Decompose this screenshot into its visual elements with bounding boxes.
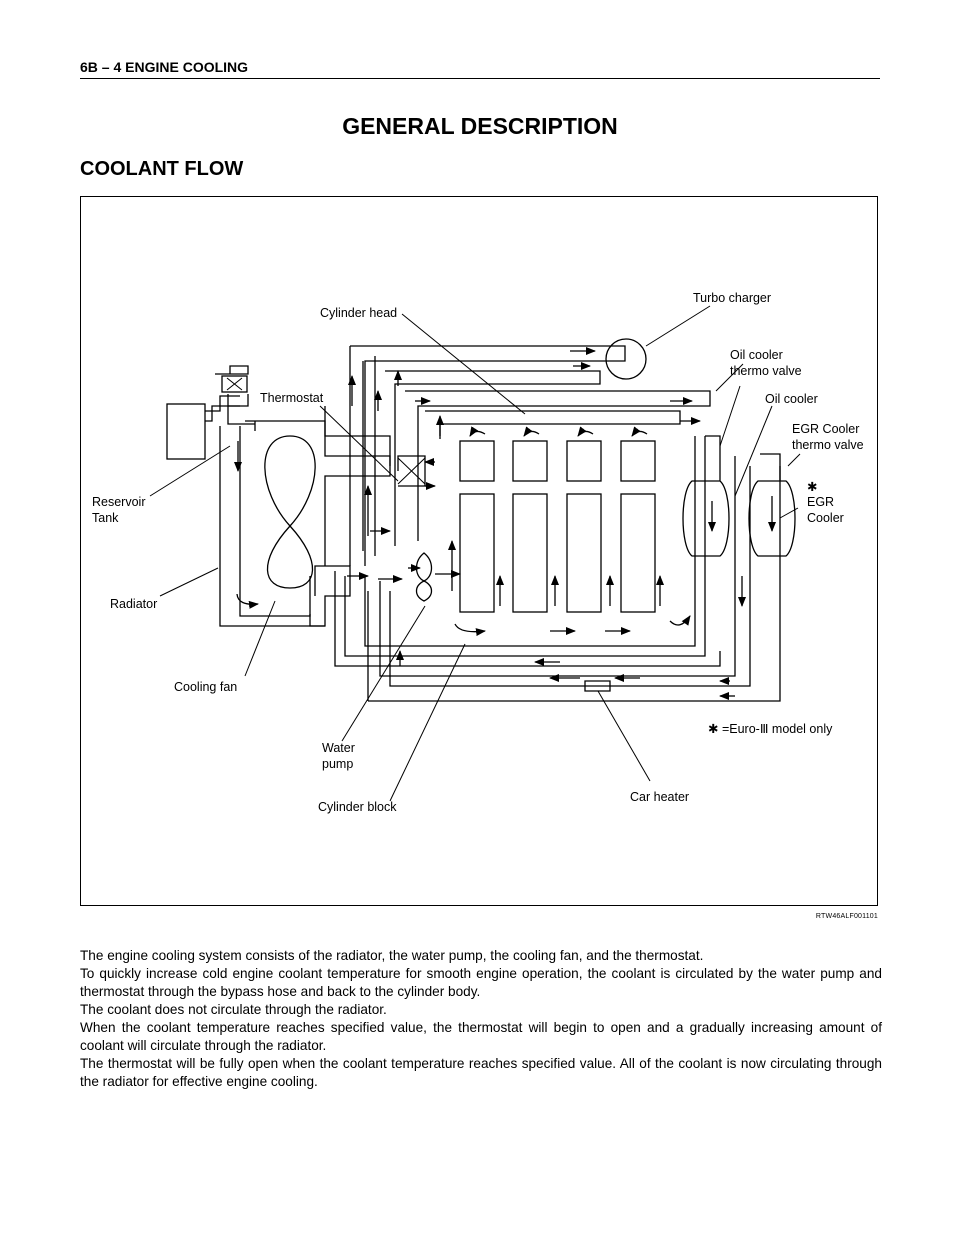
body-paragraph: The thermostat will be fully open when t…: [80, 1056, 882, 1089]
flow-arrows: [347, 347, 776, 700]
engine-coolant-loops: [309, 345, 781, 702]
cylinder-block-bores: [459, 493, 656, 613]
turbo-charger: [605, 338, 647, 380]
body-paragraph: The engine cooling system consists of th…: [80, 948, 704, 963]
label-cylinder-head: Cylinder head: [320, 306, 397, 320]
label-turbo-charger: Turbo charger: [693, 291, 771, 305]
label-euro-note: ✱ =Euro-Ⅲ model only: [708, 722, 833, 736]
label-car-heater: Car heater: [630, 790, 689, 804]
label-oil-cooler-thermo-valve-line1: Oil cooler: [730, 348, 783, 362]
label-egr-cooler-thermo-valve-line1: EGR Cooler: [792, 422, 859, 436]
label-cylinder-block: Cylinder block: [318, 800, 397, 814]
body-text: The engine cooling system consists of th…: [80, 947, 882, 1091]
car-heater: [584, 680, 611, 692]
label-reservoir-tank-line2: Tank: [92, 511, 119, 525]
cooling-fan: [264, 435, 316, 589]
water-pump: [415, 552, 433, 602]
label-egr-cooler-thermo-valve-line2: thermo valve: [792, 438, 864, 452]
section-title: COOLANT FLOW: [80, 158, 244, 180]
figure-frame: [80, 196, 878, 906]
label-water-pump-line2: pump: [322, 757, 353, 771]
oil-cooler: [682, 435, 730, 557]
label-oil-cooler-thermo-valve-line2: thermo valve: [730, 364, 802, 378]
body-paragraph: The coolant does not circulate through t…: [80, 1002, 387, 1017]
page-header: 6B – 4 ENGINE COOLING: [80, 59, 249, 75]
label-radiator: Radiator: [110, 597, 157, 611]
thermostat: [324, 406, 426, 487]
reservoir-tank: [166, 395, 240, 460]
label-water-pump-line1: Water: [322, 741, 355, 755]
cylinder-head-ports: [459, 440, 656, 482]
label-oil-cooler: Oil cooler: [765, 392, 818, 406]
page-title: GENERAL DESCRIPTION: [342, 113, 618, 139]
coolant-flow-diagram: Turbo charger Cylinder head Oil cooler t…: [92, 291, 864, 814]
label-reservoir-tank-line1: Reservoir: [92, 495, 146, 509]
label-egr-cooler-line2: Cooler: [807, 511, 844, 525]
body-paragraph: When the coolant temperature reaches spe…: [80, 1020, 882, 1053]
egr-cooler: [748, 453, 796, 557]
label-thermostat: Thermostat: [260, 391, 324, 405]
label-cooling-fan: Cooling fan: [174, 680, 237, 694]
radiator-cap: [215, 365, 249, 393]
label-asterisk: ✱: [807, 480, 818, 494]
figure-code: RTW46ALF001101: [815, 913, 878, 920]
header-rule: [80, 78, 880, 79]
label-egr-cooler-line1: EGR: [807, 495, 834, 509]
body-paragraph: To quickly increase cold engine coolant …: [80, 966, 882, 999]
leader-lines: [149, 305, 801, 802]
